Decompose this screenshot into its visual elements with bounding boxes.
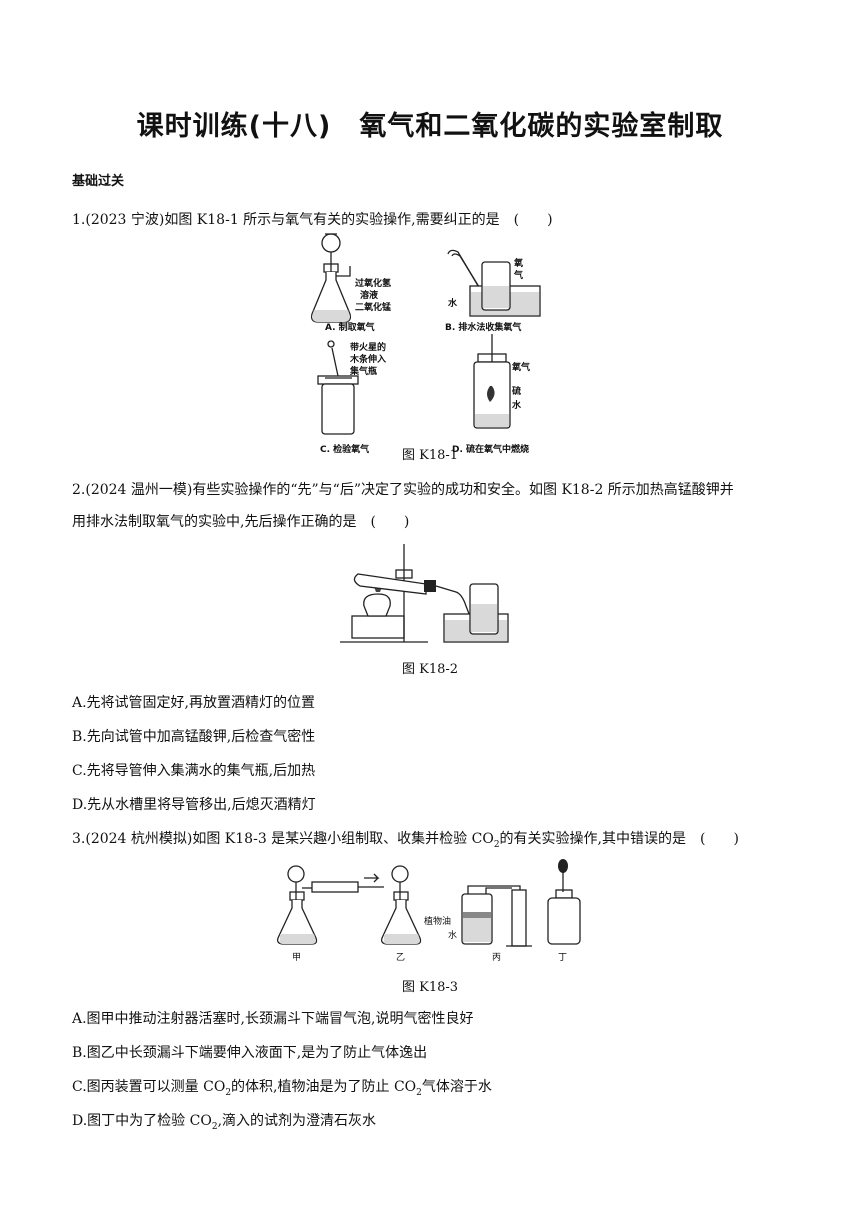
question-3-text: 3.(2024 杭州模拟)如图 K18-3 是某兴趣小组制取、收集并检验 CO2…: [72, 828, 739, 850]
option-c-after: 气体溶于水: [421, 1079, 492, 1095]
figure-a-label-3: 二氧化锰: [355, 301, 391, 313]
figure-c-label-2: 木条伸入: [349, 353, 386, 365]
figure-bing-oil-label: 植物油: [424, 915, 451, 927]
question-2-text: 2.(2024 温州一模)有些实验操作的“先”与“后”决定了实验的成功和安全。如…: [72, 474, 788, 538]
figure-a-label-2: 溶液: [360, 289, 379, 301]
figure-k18-2-caption: 图 K18-2: [401, 662, 459, 677]
figure-k18-1-caption: 图 K18-1: [401, 448, 459, 463]
question-3-text-after: 的有关实验操作,其中错误的是 ( ): [499, 831, 739, 847]
figure-b-label-1: 氧: [513, 257, 523, 269]
option-d-after: ,滴入的试剂为澄清石灰水: [217, 1113, 377, 1129]
question-1-text: 1.(2023 宁波)如图 K18-1 所示与氧气有关的实验操作,需要纠正的是 …: [72, 212, 553, 228]
option-d-sub: 2: [211, 1121, 218, 1132]
figure-yi-label: 乙: [396, 952, 405, 963]
figure-c-gas-bottle: [317, 340, 359, 435]
figure-a-label-1: 过氧化氢: [355, 277, 391, 289]
figure-c-caption: C. 检验氧气: [320, 443, 369, 455]
figure-b-water-collection: [447, 249, 541, 317]
figure-c-label-1: 带火星的: [350, 341, 386, 353]
question-3-option-d: D.图丁中为了检验 CO2,滴入的试剂为澄清石灰水: [72, 1110, 376, 1132]
figure-jia-label: 甲: [292, 952, 301, 963]
question-2-option-d: D.先从水槽里将导管移出,后熄灭酒精灯: [72, 797, 316, 813]
question-3-option-b: B.图乙中长颈漏斗下端要伸入液面下,是为了防止气体逸出: [72, 1045, 428, 1061]
figure-d-label-2: 硫: [512, 385, 521, 397]
figure-a-flask-apparatus: [310, 233, 352, 323]
figure-k18-1: 过氧化氢 溶液 二氧化锰 A. 制取氧气 氧 气 水 B. 排水法收集氧气 带火…: [310, 233, 541, 455]
question-2-line-2: 用排水法制取氧气的实验中,先后操作正确的是 ( ): [72, 514, 410, 530]
figure-k18-2-apparatus: [340, 544, 509, 643]
question-2-option-c: C.先将导管伸入集满水的集气瓶,后加热: [72, 763, 316, 779]
figure-jia-flask-with-syringe: [276, 865, 384, 945]
question-3-subscript: 2: [493, 839, 500, 850]
figure-b-label-2: 气: [513, 269, 523, 281]
question-2-option-b: B.先向试管中加高锰酸钾,后检查气密性: [72, 729, 316, 745]
figure-k18-2: [340, 544, 509, 643]
figure-k18-3: 甲 乙 植物油 水 丙 丁: [276, 859, 581, 963]
figure-ding-label: 丁: [558, 953, 567, 963]
question-3-option-a: A.图甲中推动注射器活塞时,长颈漏斗下端冒气泡,说明气密性良好: [72, 1011, 474, 1027]
figure-d-burning-bottle: [473, 334, 511, 429]
figure-k18-3-caption: 图 K18-3: [401, 980, 459, 995]
option-c-sub-1: 2: [225, 1087, 232, 1098]
page-title: 课时训练(十八) 氧气和二氧化碳的实验室制取: [136, 111, 724, 142]
section-heading: 基础过关: [72, 174, 125, 189]
figure-d-label-1: 氧气: [511, 361, 530, 373]
question-2-line-1: 2.(2024 温州一模)有些实验操作的“先”与“后”决定了实验的成功和安全。如…: [72, 482, 734, 498]
question-3-text-before: 3.(2024 杭州模拟)如图 K18-3 是某兴趣小组制取、收集并检验 CO: [72, 831, 494, 847]
question-3-option-c: C.图丙装置可以测量 CO2的体积,植物油是为了防止 CO2气体溶于水: [72, 1076, 492, 1098]
figure-yi-flask: [380, 865, 422, 945]
option-c-before: C.图丙装置可以测量 CO: [72, 1079, 226, 1095]
figure-d-label-3: 水: [512, 399, 522, 411]
figure-b-caption: B. 排水法收集氧气: [445, 321, 521, 333]
question-2-option-a: A.先将试管固定好,再放置酒精灯的位置: [72, 695, 316, 711]
figure-a-caption: A. 制取氧气: [325, 321, 375, 333]
figure-bing-label: 丙: [492, 952, 501, 963]
figure-c-label-3: 集气瓶: [349, 365, 377, 377]
figure-ding-dropper-bottle: [547, 859, 581, 945]
option-c-sub-2: 2: [416, 1087, 422, 1098]
option-c-mid: 的体积,植物油是为了防止 CO: [231, 1079, 417, 1095]
figure-bing-bottle-and-cylinder: [461, 885, 532, 947]
figure-b-label-3: 水: [448, 297, 458, 309]
figure-d-caption: D. 硫在氧气中燃烧: [452, 443, 529, 455]
option-d-before: D.图丁中为了检验 CO: [72, 1113, 212, 1129]
figure-bing-water-label: 水: [448, 929, 457, 941]
